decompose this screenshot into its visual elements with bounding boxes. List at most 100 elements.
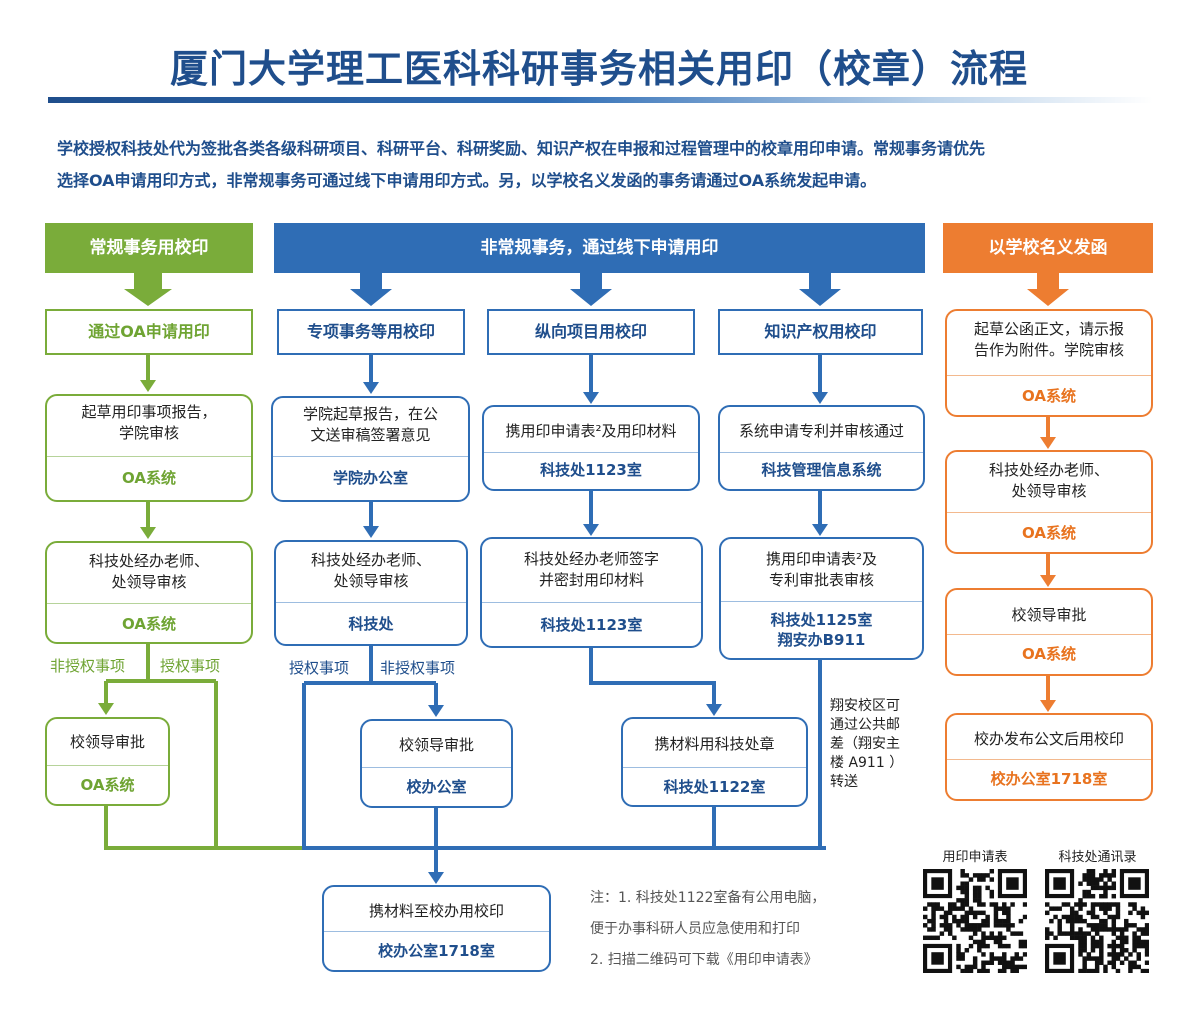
arrow-down-icon: [583, 524, 599, 536]
vertical-step2-office: 科技处1123室: [482, 602, 701, 646]
ip-sub: 知识产权用校印: [718, 309, 923, 355]
ip-side-note-line-4: 楼 A911 ）: [830, 755, 904, 771]
final-step-office: 校办公室1718室: [324, 931, 549, 970]
arrow-down-icon: [1040, 575, 1056, 587]
green-step2-line2: 处领导审核: [111, 573, 187, 591]
green-label-nonauth: 非授权事项: [50, 657, 126, 675]
arrow-down-icon: [98, 703, 114, 715]
intro-line-2: 选择OA申请用印方式，非常规事务可通过线下申请用印方式。另，以学校名义发函的事务…: [57, 171, 877, 190]
ip-side-note-line-2: 通过公共邮: [830, 717, 900, 733]
ip-side-note-line-1: 翔安校区可: [830, 698, 900, 714]
vertical-sub: 纵向项目用校印: [487, 309, 695, 355]
qr-code-form[interactable]: [923, 869, 1028, 974]
arrow-down-icon: [570, 273, 612, 306]
arrow-down-icon: [812, 524, 828, 536]
arrow-down-icon: [363, 526, 379, 538]
green-sub-oa: 通过OA申请用印: [45, 309, 253, 355]
arrow-down-icon: [428, 705, 444, 717]
arrow-down-icon: [140, 527, 156, 539]
qr-code-directory[interactable]: [1045, 869, 1150, 974]
green-step3-system: OA系统: [47, 765, 168, 804]
footnote-1: 注：1. 科技处1122室备有公用电脑，: [590, 890, 826, 906]
ip-step2: 携用印申请表²及 专利审批表审核 科技处1125室 翔安办B911: [719, 537, 924, 660]
green-label-auth: 授权事项: [160, 657, 221, 675]
arrow-down-icon: [706, 704, 722, 716]
special-step2: 科技处经办老师、 处领导审核 科技处: [274, 540, 468, 646]
orange-step3: 校领导审批 OA系统: [945, 588, 1153, 676]
ip-step2-office-1: 科技处1125室: [770, 611, 873, 629]
qr-label-form: 用印申请表: [942, 850, 1008, 865]
vertical-step2: 科技处经办老师签字 并密封用印材料 科技处1123室: [480, 537, 703, 648]
green-step3-action: 校领导审批: [69, 733, 145, 751]
green-step3: 校领导审批 OA系统: [45, 717, 170, 806]
blue-connectors: [302, 273, 841, 884]
orange-step1-line2: 告作为附件。学院审核: [973, 341, 1124, 359]
arrow-down-icon: [812, 392, 828, 404]
special-step2-line1: 科技处经办老师、: [310, 551, 431, 569]
header-offline: 非常规事务，通过线下申请用印: [274, 223, 925, 273]
final-step: 携材料至校办用校印 校办公室1718室: [322, 885, 551, 972]
arrow-down-icon: [583, 392, 599, 404]
arrow-down-icon: [124, 273, 172, 306]
ip-step1-system: 科技管理信息系统: [720, 452, 923, 489]
intro-line-1: 学校授权科技处代为签批各类各级科研项目、科研平台、科研奖励、知识产权在申报和过程…: [57, 139, 986, 158]
arrow-down-icon: [428, 872, 444, 884]
orange-step1-system: OA系统: [947, 375, 1151, 415]
orange-step3-action: 校领导审批: [1011, 606, 1087, 624]
vertical-step1-office: 科技处1123室: [484, 452, 698, 489]
intro-text: 学校授权科技处代为签批各类各级科研项目、科研平台、科研奖励、知识产权在申报和过程…: [57, 133, 1157, 197]
ip-side-note-line-3: 差（翔安主: [830, 736, 900, 752]
qr-code-icon: [923, 869, 1028, 974]
green-connectors: [98, 273, 304, 850]
arrow-down-icon: [363, 382, 379, 394]
green-step1-line2: 学院审核: [118, 424, 179, 442]
green-step1-system: OA系统: [47, 456, 251, 500]
vertical-step1-action: 携用印申请表²及用印材料: [505, 422, 677, 440]
orange-step4-action: 校办发布公文后用校印: [973, 730, 1124, 748]
arrow-down-icon: [1027, 273, 1069, 306]
arrow-down-icon: [350, 273, 392, 306]
green-step2-system: OA系统: [47, 603, 251, 642]
green-step2-line1: 科技处经办老师、: [88, 552, 209, 570]
special-step1: 学院起草报告，在公 文送审稿签署意见 学院办公室: [271, 396, 470, 502]
ip-side-note: 翔安校区可 通过公共邮 差（翔安主 楼 A911 ） 转送: [830, 697, 903, 792]
special-step3-office: 校办公室: [362, 767, 511, 806]
vertical-step3: 携材料用科技处章 科技处1122室: [621, 717, 808, 807]
footnotes: 注：1. 科技处1122室备有公用电脑， 便于办事科研人员应急使用和打印 2. …: [590, 883, 910, 976]
ip-step2-line1: 携用印申请表²及: [765, 550, 877, 568]
title-underline: [48, 97, 1153, 103]
footnote-2: 2. 扫描二维码可下载《用印申请表》: [590, 952, 818, 968]
ip-step1-action: 系统申请专利并审核通过: [738, 422, 904, 440]
arrow-down-icon: [799, 273, 841, 306]
qr-code-icon: [1045, 869, 1150, 974]
green-step2: 科技处经办老师、 处领导审核 OA系统: [45, 541, 253, 644]
arrow-down-icon: [140, 380, 156, 392]
green-step1-line1: 起草用印事项报告，: [81, 403, 217, 421]
vertical-step1: 携用印申请表²及用印材料 科技处1123室: [482, 405, 700, 491]
orange-step2: 科技处经办老师、 处领导审核 OA系统: [945, 450, 1153, 554]
orange-step4-office: 校办公室1718室: [947, 759, 1151, 799]
special-step2-office: 科技处: [276, 602, 466, 644]
qr-label-directory: 科技处通讯录: [1058, 850, 1137, 865]
orange-step1-line1: 起草公函正文，请示报: [973, 320, 1124, 338]
special-step3-action: 校领导审批: [398, 736, 474, 754]
header-official: 以学校名义发函: [943, 223, 1153, 273]
special-sub: 专项事务等用校印: [277, 309, 465, 355]
special-step1-line1: 学院起草报告，在公: [302, 405, 438, 423]
special-label-nonauth: 非授权事项: [380, 659, 456, 677]
final-step-action: 携材料至校办用校印: [368, 902, 504, 920]
vertical-step3-action: 携材料用科技处章: [654, 735, 775, 753]
vertical-step3-office: 科技处1122室: [623, 767, 806, 805]
green-step1: 起草用印事项报告， 学院审核 OA系统: [45, 394, 253, 502]
arrow-down-icon: [1040, 437, 1056, 449]
special-label-auth: 授权事项: [289, 659, 350, 677]
footnote-1-cont: 便于办事科研人员应急使用和打印: [590, 921, 800, 937]
arrow-down-icon: [1040, 700, 1056, 712]
page-title: 厦门大学理工医科科研事务相关用印（校章）流程: [169, 46, 1028, 91]
vertical-step2-line2: 并密封用印材料: [538, 571, 644, 589]
ip-step2-line2: 专利审批表审核: [768, 571, 874, 589]
orange-step2-system: OA系统: [947, 512, 1151, 552]
orange-step2-line2: 处领导审核: [1011, 482, 1087, 500]
orange-step1: 起草公函正文，请示报 告作为附件。学院审核 OA系统: [945, 309, 1153, 417]
